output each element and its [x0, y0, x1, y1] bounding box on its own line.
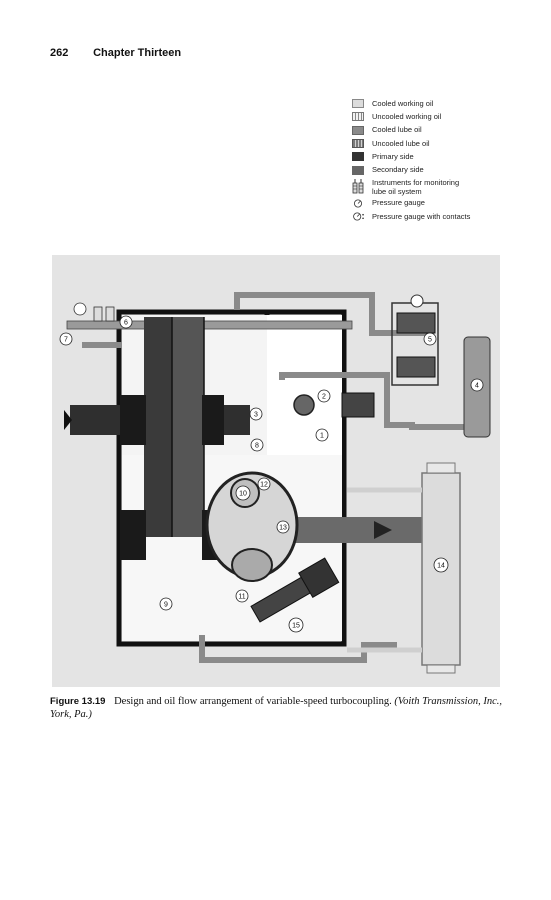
legend-item: Uncooled lube oil: [352, 137, 472, 150]
svg-text:14: 14: [437, 563, 445, 570]
svg-text:11: 11: [238, 594, 245, 601]
output-arrow-icon: [374, 521, 392, 539]
striped-light-swatch-icon: [352, 112, 364, 122]
svg-text:15: 15: [292, 623, 300, 630]
legend-item: Secondary side: [352, 163, 472, 176]
callout-3: 3: [249, 407, 263, 421]
svg-text:3: 3: [254, 412, 258, 419]
chapter-title: Chapter Thirteen: [93, 47, 182, 59]
callout-2: 2: [317, 389, 331, 403]
instrument-icon: [352, 178, 364, 194]
legend-label: Instruments for monitoring lube oil syst…: [372, 177, 460, 196]
svg-text:1: 1: [320, 433, 324, 440]
reservoir-bulb: [231, 548, 273, 582]
control-actuator: [250, 557, 340, 623]
svg-text:2: 2: [322, 394, 326, 401]
callout-7: 7: [59, 332, 73, 346]
callout-10: 10: [235, 485, 251, 501]
pressure-gauge-icon: [410, 294, 424, 308]
figure-label: Figure 13.19: [50, 696, 106, 707]
svg-text:6: 6: [124, 320, 128, 327]
legend-item: Uncooled working oil: [352, 110, 472, 123]
legend-label: Pressure gauge with contacts: [372, 211, 471, 221]
instruments-icon: [73, 302, 115, 322]
legend-label: Uncooled lube oil: [372, 138, 430, 148]
pressure-gauge-contacts-icon: [353, 212, 364, 221]
cooler-bottom-cap: [426, 664, 456, 674]
svg-text:5: 5: [428, 337, 432, 344]
svg-text:4: 4: [475, 383, 479, 390]
callout-14: 14: [433, 557, 449, 573]
svg-text:8: 8: [255, 443, 259, 450]
legend-label: Cooled working oil: [372, 98, 434, 108]
legend-label: Uncooled working oil: [372, 111, 442, 121]
medium-dark-swatch-icon: [352, 165, 364, 175]
dark-swatch-icon: [352, 152, 364, 162]
svg-text:10: 10: [239, 491, 247, 498]
svg-text:9: 9: [164, 602, 168, 609]
legend-label: Primary side: [372, 151, 414, 161]
lube-pump: [293, 394, 315, 416]
callout-4: 4: [470, 378, 484, 392]
legend-item: Primary side: [352, 150, 472, 163]
light-grey-swatch-icon: [352, 99, 364, 109]
callout-11: 11: [235, 589, 249, 603]
callout-markers: 1 2 3 4 5 6 7 8 9 10 11 12 13 14 15: [59, 315, 484, 633]
callout-9: 9: [159, 597, 173, 611]
housing-upper-chamber: [267, 315, 342, 455]
legend-item: Cooled lube oil: [352, 124, 472, 137]
striped-dark-swatch-icon: [352, 139, 364, 149]
legend-item: Cooled working oil: [352, 97, 472, 110]
callout-15: 15: [288, 617, 304, 633]
turbocoupling-diagram: 1 2 3 4 5 6 7 8 9 10 11 12 13 14 15: [52, 255, 500, 687]
legend-label: Secondary side: [372, 165, 424, 175]
cooler-top-cap: [426, 462, 456, 474]
callout-12: 12: [257, 477, 271, 491]
caption-text: Design and oil flow arrangement of varia…: [114, 696, 392, 707]
figure-caption: Figure 13.19 Design and oil flow arrange…: [50, 695, 502, 721]
legend-item: Instruments for monitoring lube oil syst…: [352, 177, 472, 197]
pump-motor: [341, 392, 375, 418]
oil-filter: [391, 302, 439, 386]
svg-text:12: 12: [260, 482, 268, 489]
caption-credit: (Voith Transmission, Inc., York, Pa.): [50, 696, 503, 720]
legend-label: Pressure gauge: [372, 198, 425, 208]
callout-1: 1: [315, 428, 329, 442]
callout-8: 8: [250, 438, 264, 452]
pressure-gauge-icon: [353, 199, 363, 208]
legend-label: Cooled lube oil: [372, 125, 422, 135]
svg-text:13: 13: [279, 525, 287, 532]
figure-legend: Cooled working oil Uncooled working oil …: [352, 97, 472, 223]
working-oil-lines: [347, 487, 422, 653]
callout-6: 6: [119, 315, 133, 329]
lube-header-pipe: [66, 320, 353, 330]
input-arrow-icon: [64, 410, 72, 430]
page-header: 262 Chapter Thirteen: [50, 47, 181, 59]
legend-item: Pressure gauge: [352, 197, 472, 210]
legend-item: Pressure gauge with contacts: [352, 210, 472, 223]
callout-13: 13: [276, 520, 290, 534]
mid-grey-swatch-icon: [352, 125, 364, 135]
svg-text:7: 7: [64, 337, 68, 344]
page-number: 262: [50, 47, 69, 59]
primary-wheel: [144, 317, 205, 537]
callout-5: 5: [423, 332, 437, 346]
